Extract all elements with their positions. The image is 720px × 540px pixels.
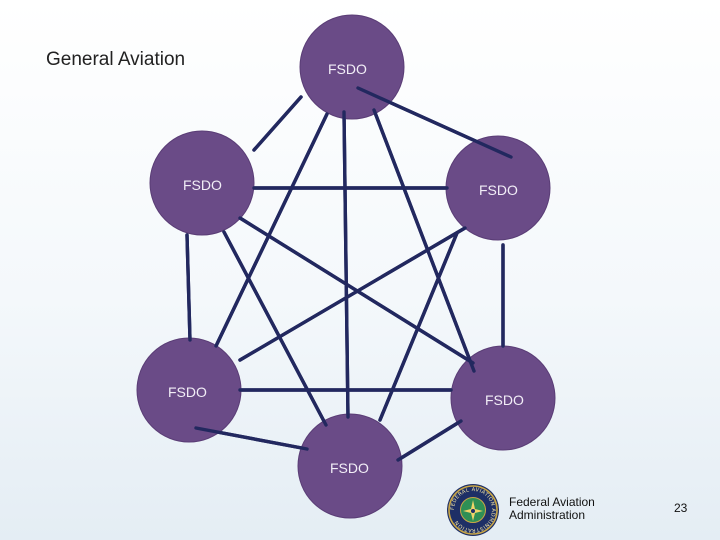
connection-line — [238, 226, 467, 362]
connection-line — [378, 231, 459, 422]
connection-line — [194, 426, 309, 451]
network-edges-overlay — [185, 86, 513, 462]
faa-org-name: Federal Aviation Administration — [509, 495, 595, 522]
connection-line — [214, 112, 329, 348]
connection-line — [342, 110, 350, 419]
connection-line — [222, 230, 328, 427]
node-label-upper-left: FSDO — [183, 177, 222, 193]
fsdo-node-bottom — [297, 413, 403, 519]
connection-line — [372, 108, 476, 373]
node-label-bottom: FSDO — [330, 460, 369, 476]
node-label-lower-right: FSDO — [485, 392, 524, 408]
connection-line — [396, 419, 463, 462]
connection-line — [185, 233, 192, 342]
slide-title: General Aviation — [46, 49, 186, 70]
connection-line — [252, 95, 303, 152]
faa-seal-icon: FEDERAL AVIATION ADMINISTRATION — [447, 484, 499, 536]
node-label-lower-left: FSDO — [168, 384, 207, 400]
page-number: 23 — [674, 501, 688, 515]
node-label-upper-right: FSDO — [479, 182, 518, 198]
fsdo-node-upper-left — [149, 130, 255, 236]
fsdo-node-top — [299, 14, 405, 120]
connection-line — [356, 86, 513, 159]
network-nodes — [136, 14, 556, 519]
node-label-top: FSDO — [328, 61, 367, 77]
